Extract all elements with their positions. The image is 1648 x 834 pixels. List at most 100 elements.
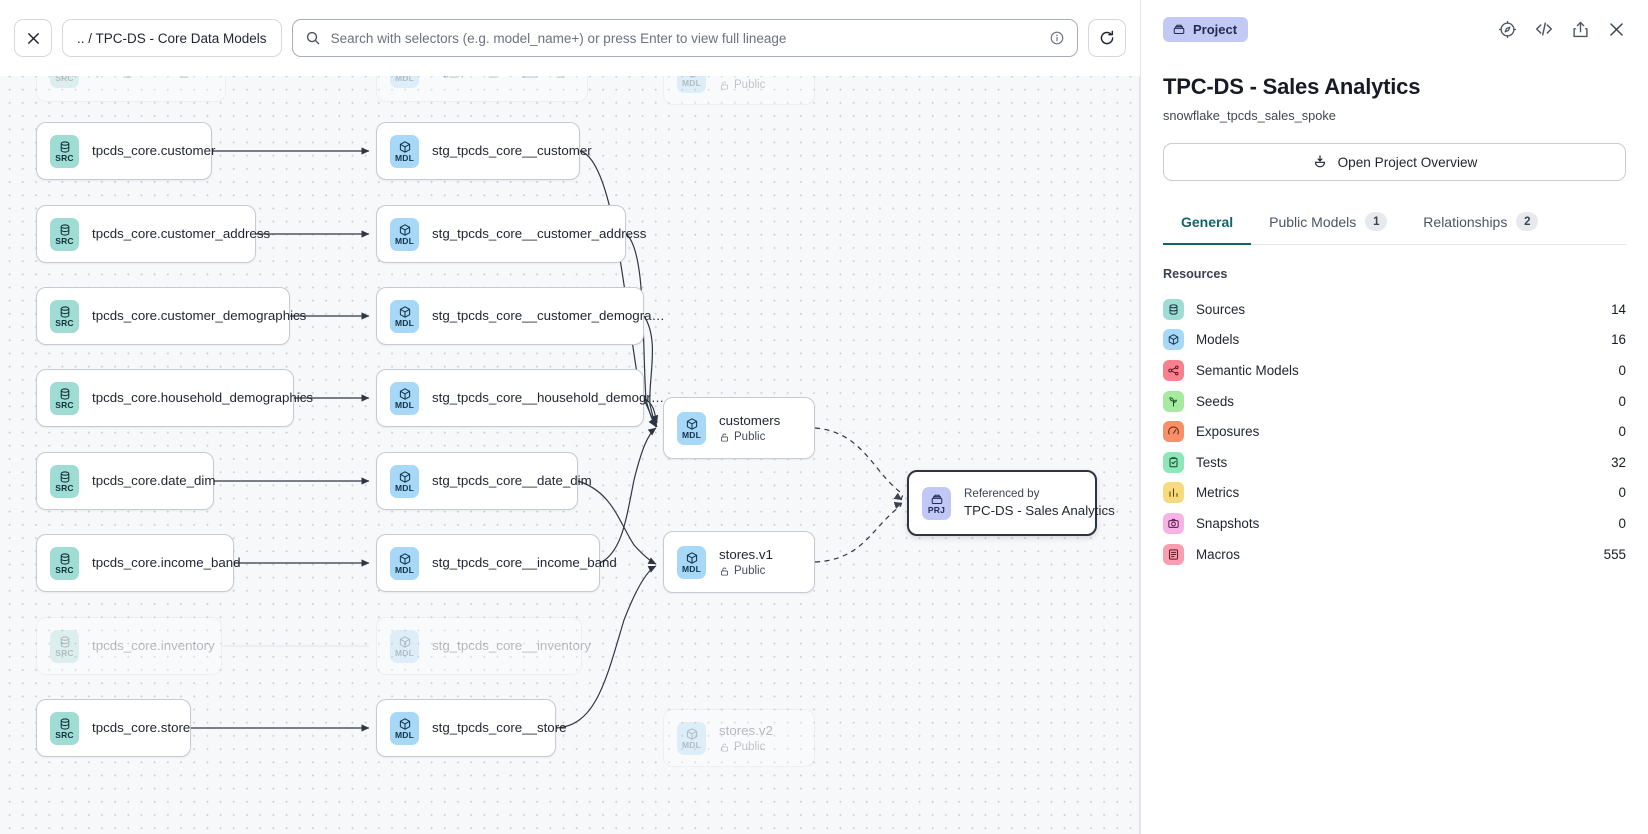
resource-count: 16 <box>1611 332 1626 348</box>
resources-list: Sources 14 Models 16 Semantic Models 0 S… <box>1163 294 1626 569</box>
refresh-button[interactable] <box>1088 19 1126 57</box>
page-subtitle: snowflake_tpcds_sales_spoke <box>1163 108 1336 123</box>
resource-row[interactable]: Sources 14 <box>1163 294 1626 325</box>
node-label: stores.v1 <box>719 546 773 562</box>
node-label: customers <box>719 412 781 428</box>
node-visibility: Public <box>719 741 773 754</box>
database-icon <box>58 717 72 731</box>
node-visibility: Public <box>719 565 773 578</box>
node-visibility: Public <box>719 431 780 444</box>
project-icon <box>1172 22 1186 36</box>
mdl-badge-icon: MDL <box>390 711 419 745</box>
panel-header: Project <box>1163 14 1626 44</box>
details-panel: Project TPC-DS - Sales Analytics snowfla… <box>1140 0 1648 834</box>
resource-row[interactable]: Semantic Models 0 <box>1163 355 1626 386</box>
info-circle-icon[interactable] <box>1049 30 1065 46</box>
graph-node[interactable]: MDL stg_tpcds_core__store <box>376 699 567 757</box>
resource-count: 0 <box>1618 515 1626 531</box>
tab-count: 1 <box>1365 212 1388 231</box>
resource-row[interactable]: Tests 32 <box>1163 447 1626 478</box>
resource-count: 0 <box>1618 393 1626 409</box>
resource-count: 0 <box>1618 485 1626 501</box>
graph-node[interactable]: MDL stg_tpcds_core__date_dim <box>376 452 592 510</box>
resource-label: Snapshots <box>1196 515 1260 531</box>
graph-node[interactable]: MDL stg_tpcds_core__income_band <box>376 534 617 592</box>
database-icon <box>58 223 72 237</box>
resource-row[interactable]: Models 16 <box>1163 325 1626 356</box>
resource-row[interactable]: Macros 555 <box>1163 539 1626 570</box>
node-label: stg_tpcds_core__store <box>432 720 567 735</box>
search-icon <box>305 30 321 46</box>
cube-icon <box>685 551 699 565</box>
tab-general[interactable]: General <box>1163 203 1252 245</box>
search-bar[interactable] <box>291 19 1078 57</box>
graph-node[interactable]: SRC tpcds_core.income_band <box>36 534 241 592</box>
node-label: stg_tpcds_core__customer <box>432 143 592 158</box>
node-type-label: MDL <box>394 482 414 493</box>
node-type-label: MDL <box>681 563 701 574</box>
src-badge-icon: SRC <box>50 546 79 580</box>
resource-label: Metrics <box>1196 485 1240 501</box>
cube-icon <box>398 552 412 566</box>
resource-row[interactable]: Exposures 0 <box>1163 416 1626 447</box>
node-label: stg_tpcds_core__income_band <box>432 555 617 570</box>
cube-icon <box>398 305 412 319</box>
graph-node[interactable]: SRC tpcds_core.customer_address <box>36 205 270 263</box>
open-project-overview-button[interactable]: Open Project Overview <box>1163 143 1626 181</box>
sprout-icon <box>1163 390 1184 412</box>
close-button[interactable] <box>14 19 52 57</box>
graph-node[interactable]: SRC tpcds_core.store <box>36 699 191 757</box>
breadcrumb[interactable]: .. / TPC-DS - Core Data Models <box>62 19 282 57</box>
resources-title: Resources <box>1163 267 1228 281</box>
graph-node[interactable]: MDL stg_tpcds_core__customer <box>376 122 592 180</box>
close-icon[interactable] <box>1607 20 1626 39</box>
resource-row[interactable]: Metrics 0 <box>1163 478 1626 509</box>
graph-node[interactable]: SRC tpcds_core.household_demographics <box>36 369 313 427</box>
tab-label: Public Models <box>1269 213 1357 230</box>
bar-chart-icon <box>1163 482 1184 504</box>
database-icon <box>58 305 72 319</box>
src-badge-icon: SRC <box>50 217 79 251</box>
resource-label: Models <box>1196 332 1240 348</box>
search-input[interactable] <box>330 30 1039 46</box>
share-icon[interactable] <box>1571 20 1590 39</box>
resource-label: Seeds <box>1196 393 1234 409</box>
graph-node[interactable]: MDL stg_tpcds_core__inventory <box>376 617 591 675</box>
clipboard-check-icon <box>1163 451 1184 473</box>
src-badge-icon: SRC <box>50 134 79 168</box>
cube-icon <box>398 635 412 649</box>
resource-row[interactable]: Seeds 0 <box>1163 386 1626 417</box>
code-icon[interactable] <box>1534 19 1554 39</box>
graph-node[interactable]: MDL stg_tpcds_core__household_demogr… <box>376 369 664 427</box>
graph-node[interactable]: MDL stg_tpcds_core__customer_demogra… <box>376 287 665 345</box>
database-icon <box>1163 298 1184 320</box>
mdl-badge-icon: MDL <box>677 545 706 579</box>
graph-node[interactable]: SRC tpcds_core.customer_demographics <box>36 287 306 345</box>
lineage-canvas[interactable]: SRC tpcds_core.call_center SRC tpcds_cor… <box>0 0 1140 834</box>
mdl-badge-icon: MDL <box>390 217 419 251</box>
node-type-label: MDL <box>681 429 701 440</box>
node-type-label: MDL <box>394 72 414 83</box>
tab-public-models[interactable]: Public Models 1 <box>1251 203 1405 245</box>
node-type-label: SRC <box>55 317 74 328</box>
database-icon <box>58 387 72 401</box>
graph-node[interactable]: SRC tpcds_core.customer <box>36 122 215 180</box>
graph-node[interactable]: SRC tpcds_core.inventory <box>36 617 222 675</box>
cube-icon <box>398 223 412 237</box>
src-badge-icon: SRC <box>50 629 79 663</box>
graph-node[interactable]: MDL stg_tpcds_core__customer_address <box>376 205 646 263</box>
node-caption: Referenced by <box>964 487 1040 500</box>
node-visibility: Public <box>719 79 790 92</box>
compass-icon[interactable] <box>1498 20 1517 39</box>
graph-node[interactable]: SRC tpcds_core.date_dim <box>36 452 215 510</box>
cube-icon <box>398 717 412 731</box>
node-type-label: MDL <box>394 729 414 740</box>
lock-open-icon <box>719 742 730 753</box>
resource-row[interactable]: Snapshots 0 <box>1163 508 1626 539</box>
